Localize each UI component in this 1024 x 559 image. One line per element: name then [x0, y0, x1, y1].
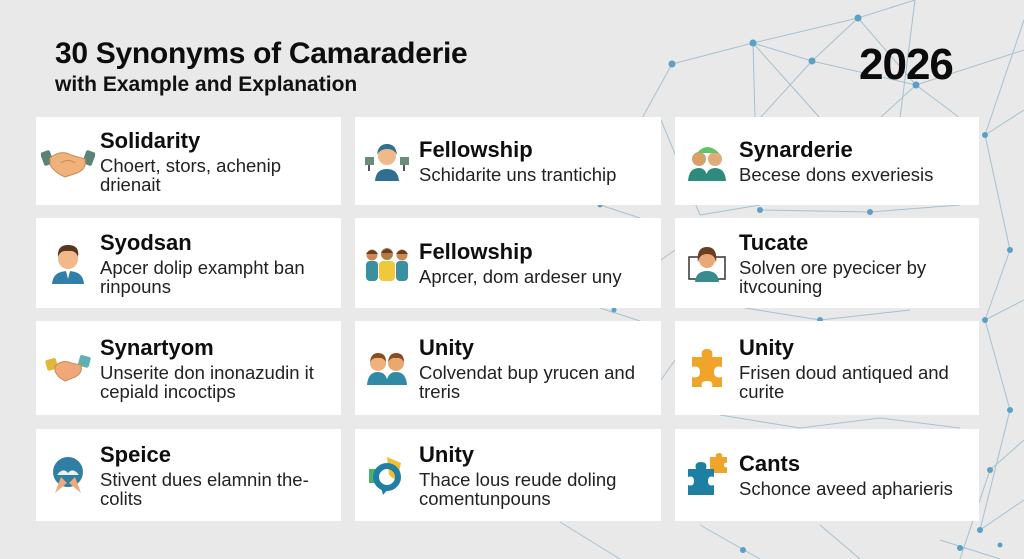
woman-screen-icon	[675, 243, 739, 283]
synonym-card: Synarderie Becese dons exveriesis	[675, 117, 979, 205]
synonym-description: Schidarite uns trantichip	[419, 164, 617, 185]
synonym-term: Unity	[419, 334, 474, 360]
puzzle-pieces-icon	[675, 453, 739, 497]
synonym-description: Unserite don inonazudin it cepiald incoc…	[100, 361, 314, 402]
synonym-term: Syodsan	[100, 229, 192, 255]
synonym-card: Speice Stivent dues elamnin the-colits	[36, 429, 341, 521]
puzzle-piece-icon	[675, 347, 739, 389]
year-label: 2026	[859, 40, 954, 89]
synonym-card: Solidarity Choert, stors, achenip driena…	[36, 117, 341, 205]
synonym-description: Solven ore pyecicer by itvcouning	[739, 256, 927, 297]
synonym-description: Schonce aveed apharieris	[739, 478, 953, 499]
synonym-term: Unity	[739, 334, 794, 360]
two-people-icon	[675, 140, 739, 182]
synonym-term: Tucate	[739, 229, 809, 255]
person-presenting-icon	[355, 139, 419, 183]
synonym-term: Fellowship	[419, 137, 533, 162]
synonym-term: Fellowship	[419, 239, 533, 264]
synonym-card: Tucate Solven ore pyecicer by itvcouning	[675, 218, 979, 308]
synonym-description: Becese dons exveriesis	[739, 164, 934, 185]
synonym-card: Fellowship Aprcer, dom ardeser uny	[355, 218, 661, 308]
synonym-description: Choert, stors, achenip drienait	[100, 154, 281, 195]
synonym-card: Syodsan Apcer dolip exampht ban rinpouns	[36, 218, 341, 308]
page-title: 30 Synonyms of Camaraderie	[55, 37, 468, 70]
synonym-description: Apcer dolip exampht ban rinpouns	[100, 256, 305, 297]
synonym-card: Fellowship Schidarite uns trantichip	[355, 117, 661, 205]
chat-bubbles-icon	[355, 453, 419, 497]
synonym-term: Cants	[739, 451, 801, 476]
synonym-card: Cants Schonce aveed apharieris	[675, 429, 979, 521]
handshake-icon	[36, 141, 100, 181]
man-avatar-icon	[36, 241, 100, 285]
header: 30 Synonyms of Camaraderie with Example …	[55, 37, 468, 98]
synonym-term: Synarderie	[739, 137, 853, 162]
hands-globe-icon	[36, 455, 100, 495]
synonym-description: Frisen doud antiqued and curite	[739, 361, 949, 402]
synonym-term: Unity	[419, 441, 474, 467]
synonym-description: Colvendat bup yrucen and treris	[419, 361, 635, 402]
page-subtitle: with Example and Explanation	[55, 73, 358, 96]
synonym-card: Unity Colvendat bup yrucen and treris	[355, 321, 661, 415]
group-of-three-icon	[355, 245, 419, 281]
synonym-term: Speice	[100, 441, 171, 467]
synonym-term: Solidarity	[100, 127, 201, 153]
handshake-cuffs-icon	[36, 353, 100, 383]
synonym-description: Aprcer, dom ardeser uny	[419, 266, 622, 287]
two-friends-icon	[355, 350, 419, 386]
synonym-description: Thace lous reude doling comentunpouns	[419, 468, 617, 509]
synonym-description: Stivent dues elamnin the-colits	[100, 468, 309, 509]
synonym-card: Unity Thace lous reude doling comentunpo…	[355, 429, 661, 521]
synonym-term: Synartyom	[100, 334, 214, 360]
synonym-card: Unity Frisen doud antiqued and curite	[675, 321, 979, 415]
synonym-card: Synartyom Unserite don inonazudin it cep…	[36, 321, 341, 415]
